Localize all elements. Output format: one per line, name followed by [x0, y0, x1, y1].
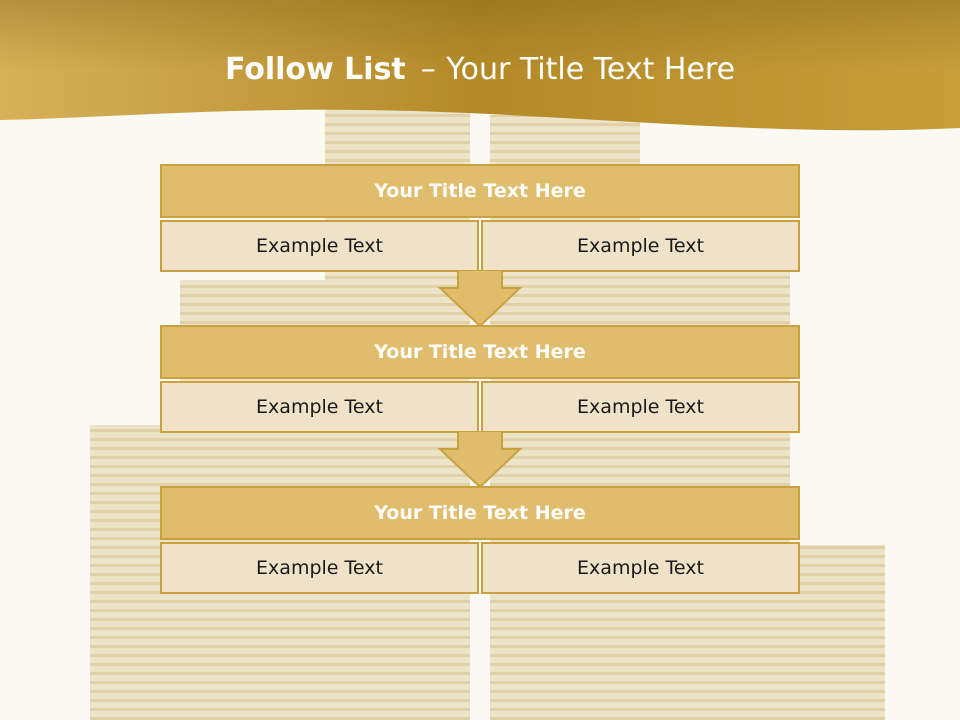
block-row: Example Text Example Text: [160, 220, 800, 272]
list-block-1: Your Title Text Here Example Text Exampl…: [160, 164, 800, 272]
block-title: Your Title Text Here: [160, 164, 800, 218]
list-block-2: Your Title Text Here Example Text Exampl…: [160, 325, 800, 433]
block-cell-right: Example Text: [481, 220, 800, 272]
block-row: Example Text Example Text: [160, 381, 800, 433]
list-block-3: Your Title Text Here Example Text Exampl…: [160, 486, 800, 594]
block-cell-right: Example Text: [481, 542, 800, 594]
title-bold: Follow List: [224, 52, 406, 87]
down-arrow-icon: [438, 431, 522, 489]
down-arrow-icon: [438, 270, 522, 328]
page-title: Follow List–Your Title Text Here: [0, 52, 960, 87]
block-title: Your Title Text Here: [160, 486, 800, 540]
block-cell-right: Example Text: [481, 381, 800, 433]
block-cell-left: Example Text: [160, 381, 479, 433]
block-row: Example Text Example Text: [160, 542, 800, 594]
title-rest: Your Title Text Here: [446, 52, 736, 87]
block-cell-left: Example Text: [160, 542, 479, 594]
block-cell-left: Example Text: [160, 220, 479, 272]
title-separator: –: [420, 52, 436, 87]
block-title: Your Title Text Here: [160, 325, 800, 379]
